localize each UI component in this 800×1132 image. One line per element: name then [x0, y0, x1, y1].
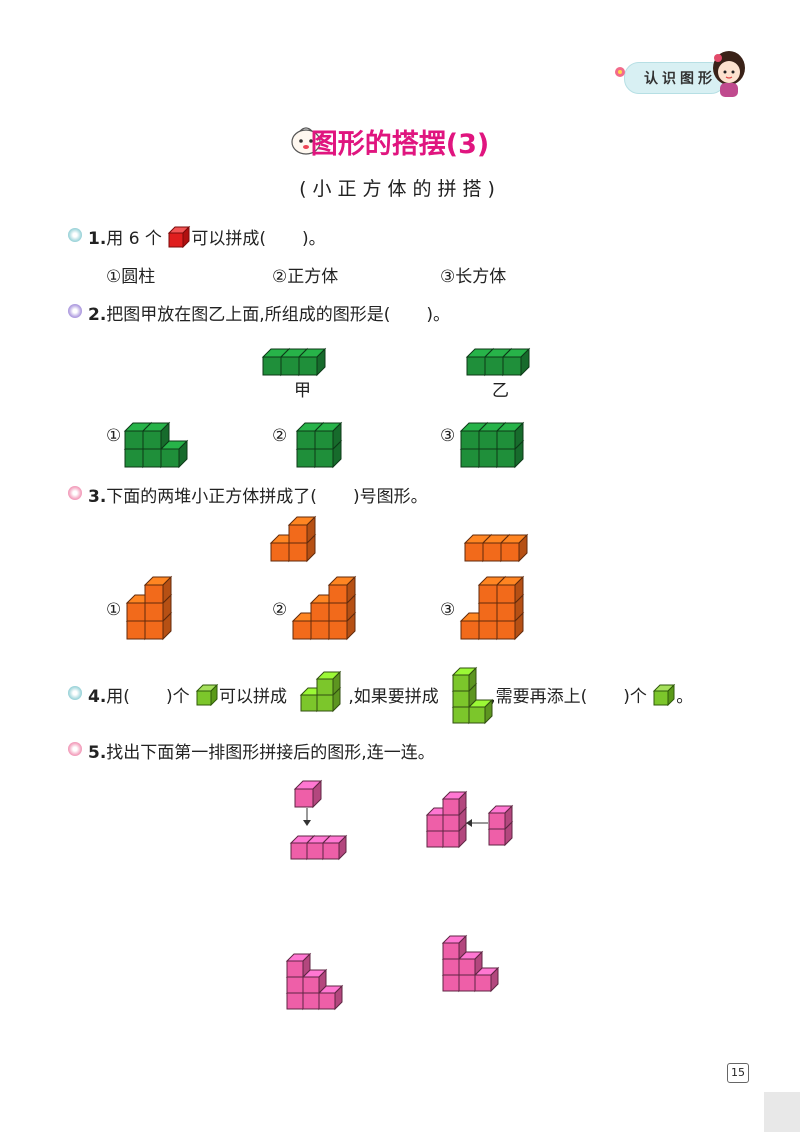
section-tag-label: 认识图形 [644, 71, 716, 87]
red-cube-icon [168, 225, 191, 249]
q2-figure-yi [465, 347, 531, 377]
page-subtitle: (小正方体的拼搭) [299, 178, 501, 200]
page-number: 15 [727, 1063, 749, 1083]
cube [143, 575, 173, 605]
cube [499, 533, 529, 563]
cube [287, 515, 317, 545]
q3-option-2-figure[interactable] [291, 575, 372, 641]
question-bullet-icon [68, 228, 82, 242]
question-5: 5.找出下面第一排图形拼接后的图形,连一连。 [88, 743, 435, 763]
green-cube-icon [195, 683, 219, 707]
question-bullet-icon [68, 486, 82, 500]
q2-option-1-figure[interactable] [123, 408, 204, 469]
q1-option-2[interactable]: ②正方体 [272, 267, 339, 287]
question-3: 3.下面的两堆小正方体拼成了()号图形。 [88, 487, 428, 507]
cube [441, 790, 468, 817]
q3-option-1-label[interactable]: ① [106, 600, 122, 620]
girl-avatar-icon [713, 51, 745, 97]
flower-icon [615, 67, 625, 77]
cube [297, 347, 327, 377]
q2-option-3-label[interactable]: ③ [440, 426, 456, 446]
question-1: 1.用 6 个 可以拼成()。 [88, 224, 326, 249]
left-arrow-icon [466, 819, 488, 827]
q4-figure-small [299, 670, 342, 713]
q5-bottom-a[interactable] [285, 940, 344, 1011]
q3-option-3-figure[interactable] [459, 575, 540, 641]
q2-option-3-figure[interactable] [459, 408, 540, 469]
section-tag [624, 62, 726, 94]
cube [301, 968, 328, 995]
green-cube-icon [653, 683, 676, 707]
cube [501, 347, 531, 377]
q4-figure-large [451, 666, 494, 725]
cartoon-face-icon [291, 127, 321, 155]
question-bullet-icon [68, 686, 82, 700]
q5-top-b-base[interactable] [425, 786, 468, 849]
q3-option-3-label[interactable]: ③ [440, 600, 456, 620]
q3-option-2-label[interactable]: ② [272, 600, 288, 620]
q2-label-yi: 乙 [492, 381, 509, 401]
q5-bottom-b[interactable] [441, 934, 500, 993]
question-2: 2.把图甲放在图乙上面,所组成的图形是()。 [88, 305, 450, 325]
q2-label-jia: 甲 [294, 381, 311, 401]
cube [495, 575, 525, 605]
q2-figure-jia [261, 347, 327, 377]
q2-option-1-label[interactable]: ① [106, 426, 122, 446]
cube [313, 421, 343, 451]
q3-pile-2 [463, 533, 529, 563]
cube [487, 804, 514, 831]
question-bullet-icon [68, 304, 82, 318]
q5-top-a-piece [293, 779, 323, 809]
q1-option-3[interactable]: ③长方体 [440, 267, 507, 287]
cube [451, 666, 478, 693]
page-title: 图形的搭摆(3) [310, 129, 490, 160]
q5-top-a-base[interactable] [289, 824, 348, 861]
cube [315, 670, 342, 697]
q5-top-b-piece [487, 804, 514, 847]
cube [457, 950, 484, 977]
cube [327, 575, 357, 605]
cube [321, 834, 348, 861]
cube [293, 779, 323, 809]
q3-pile-1 [269, 515, 317, 563]
q1-option-1[interactable]: ①圆柱 [106, 267, 156, 287]
q2-option-2-label[interactable]: ② [272, 426, 288, 446]
cube [285, 952, 312, 979]
cube [495, 421, 525, 451]
corner-block [764, 1092, 800, 1132]
q3-option-1-figure[interactable] [125, 575, 186, 641]
cube [441, 934, 468, 961]
question-bullet-icon [68, 742, 82, 756]
cube [317, 984, 344, 1011]
cube [473, 966, 500, 993]
question-4: 4.用()个 可以拼成 ,如果要拼成 ,需要再添上()个 。 [88, 682, 693, 707]
cube [141, 421, 171, 451]
q2-option-2-figure[interactable] [295, 408, 356, 469]
down-arrow-icon [303, 808, 311, 826]
